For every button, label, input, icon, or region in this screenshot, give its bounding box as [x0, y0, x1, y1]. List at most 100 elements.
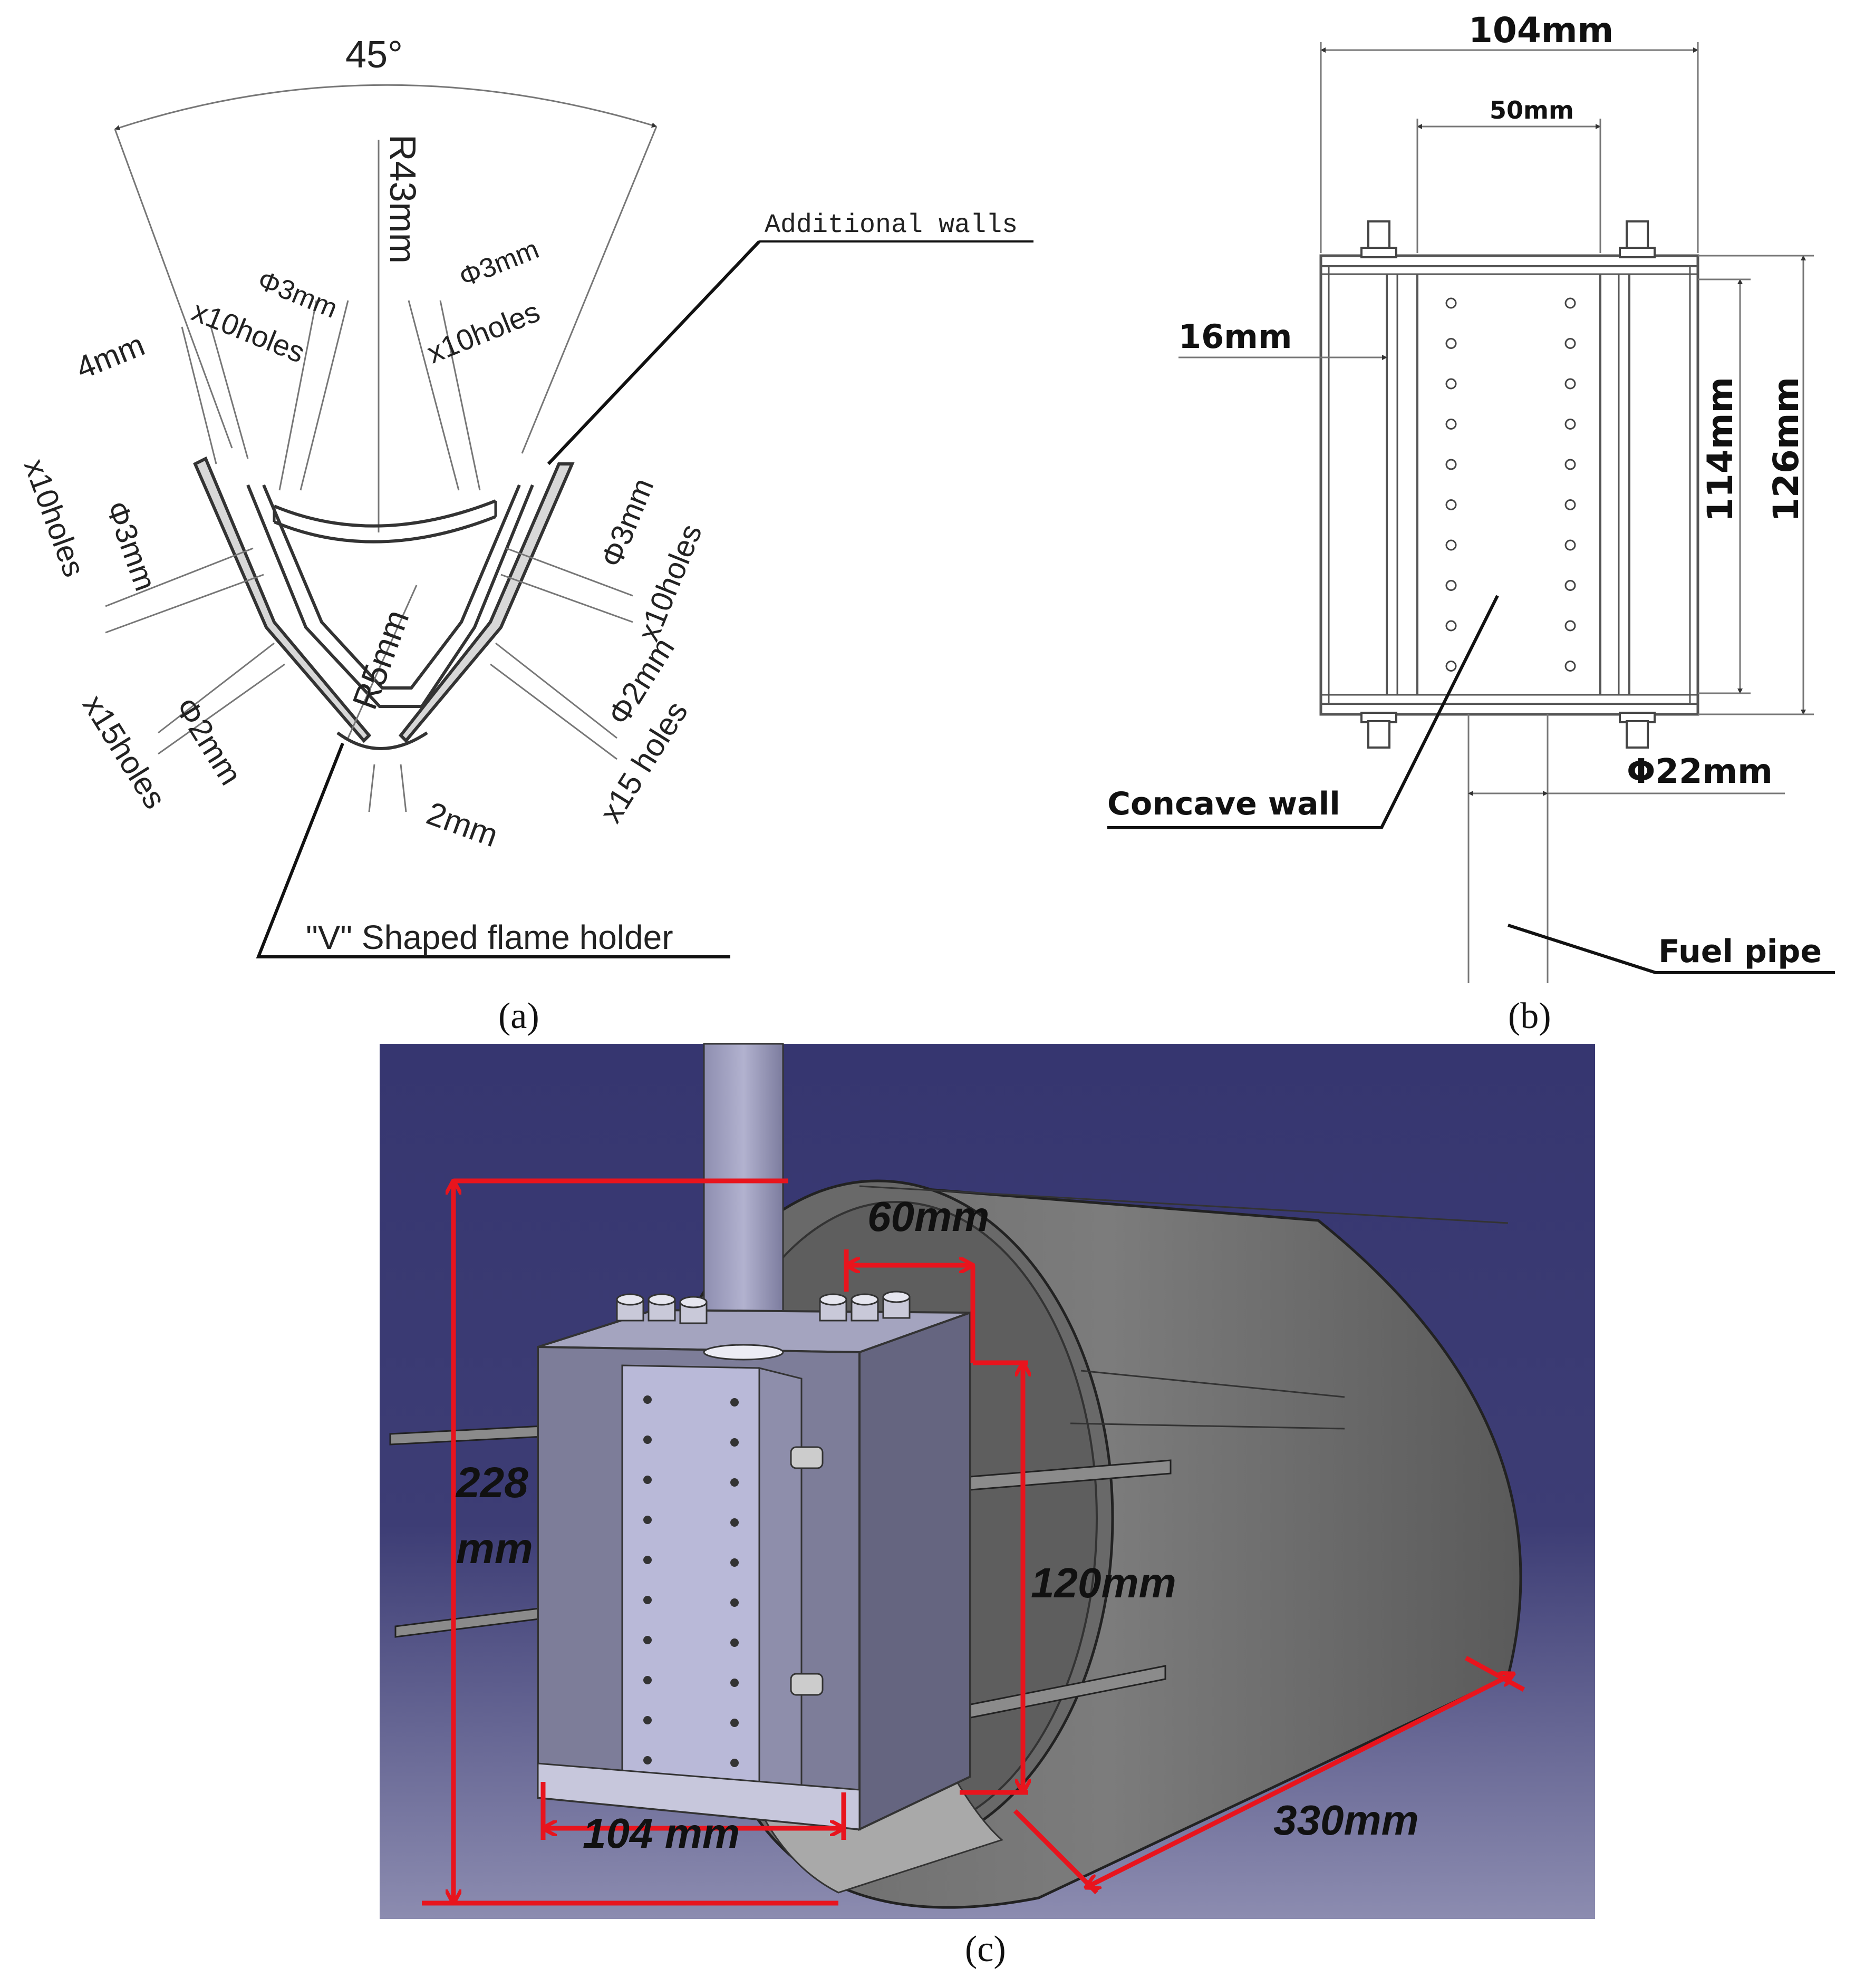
thickness-label: 2mm — [422, 795, 503, 854]
caption-a: (a) — [498, 996, 539, 1036]
radius-label: R43mm — [382, 134, 423, 264]
holder-hole — [643, 1395, 652, 1404]
mounting-hole — [1564, 297, 1576, 309]
additional-walls-leader — [547, 240, 761, 466]
side-offset-label: 16mm — [1178, 317, 1292, 356]
mounting-hole — [1445, 661, 1457, 672]
mounting-hole — [1445, 539, 1457, 551]
holder-hole — [730, 1518, 739, 1527]
top-right-hole-dia: Φ3mm — [455, 234, 543, 294]
concave-wall-label: Concave wall — [1107, 785, 1340, 822]
left-side-hole-dia: Φ3mm — [99, 497, 163, 595]
bolt-bottom-right — [1619, 712, 1656, 749]
holder-bolts — [616, 1291, 911, 1324]
side-bolt-lower — [790, 1673, 824, 1696]
holder-side — [858, 1311, 971, 1831]
right-side-hole-dia: Φ3mm — [594, 473, 661, 572]
holder-hole — [643, 1596, 652, 1604]
angle-ray-right — [521, 126, 658, 454]
angle-ray-left — [114, 129, 233, 449]
concave-arc-inner — [273, 515, 497, 544]
mounting-hole — [1564, 499, 1576, 510]
holder-hole — [730, 1438, 739, 1447]
mounting-hole — [1564, 539, 1576, 551]
top-bolt — [819, 1293, 847, 1322]
top-bolt — [679, 1296, 708, 1324]
holder-hole — [730, 1398, 739, 1407]
bolt-top-right — [1619, 220, 1656, 258]
holder-bottom-plate — [537, 1762, 861, 1830]
v-wall-inner2 — [262, 484, 521, 690]
label-330mm: 330mm — [1273, 1797, 1419, 1844]
mounting-hole — [1445, 378, 1457, 390]
holder-hole — [730, 1638, 739, 1647]
panel-c-render — [380, 1043, 1595, 1919]
v-wall-left-outer — [193, 456, 372, 743]
mounting-hole — [1445, 459, 1457, 470]
holder-hole — [643, 1476, 652, 1484]
fuel-pipe-label: Fuel pipe — [1658, 933, 1822, 970]
panel-a-drawing — [105, 84, 1033, 958]
v-tip — [336, 731, 428, 750]
pipe-diameter-label: Φ22mm — [1627, 752, 1773, 791]
panel-b-drawing — [1107, 42, 1835, 983]
mounting-hole — [1564, 459, 1576, 470]
holder-hole — [643, 1436, 652, 1444]
right-side-hole-count: x10holes — [631, 519, 709, 646]
fuel-pipe-leader — [1508, 924, 1835, 974]
holder-hole — [643, 1636, 652, 1644]
mounting-hole — [1564, 378, 1576, 390]
bottom-left-hole-dia: Φ2mm — [168, 691, 249, 791]
mounting-hole — [1564, 419, 1576, 430]
label-120mm: 120mm — [1031, 1559, 1176, 1606]
panel-c-dimensions — [422, 1178, 1525, 1906]
top-bolt — [616, 1293, 644, 1322]
label-104mm: 104 mm — [583, 1810, 740, 1857]
mounting-hole — [1445, 419, 1457, 430]
holder-hole — [643, 1516, 652, 1524]
fuel-pipe-3d — [703, 1043, 784, 1356]
left-side-hole-count: x10holes — [17, 454, 91, 581]
dim-330 — [1086, 1674, 1513, 1887]
mounting-hole — [1445, 297, 1457, 309]
holder-hole-pattern — [643, 1395, 739, 1767]
mounting-hole — [1445, 338, 1457, 349]
mounting-hole — [1564, 620, 1576, 632]
holder-hole — [730, 1478, 739, 1487]
top-bolt — [851, 1293, 879, 1322]
holder-hole — [643, 1556, 652, 1564]
bottom-left-hole-count: x15holes — [76, 688, 173, 814]
concave-arc-outer — [273, 499, 497, 528]
holder-hole — [730, 1598, 739, 1607]
frame-outline — [1319, 254, 1699, 716]
holder-hole — [730, 1719, 739, 1727]
panel-b-labels: 104mm 50mm 16mm 114mm 126mm Φ22mm Concav… — [1107, 10, 1822, 1036]
inner-height-label: 114mm — [1700, 377, 1741, 522]
top-left-hole-dia: Φ3mm — [254, 265, 342, 324]
total-height-label: 126mm — [1766, 377, 1806, 522]
mounting-hole — [1564, 661, 1576, 672]
label-228-unit: mm — [456, 1525, 533, 1573]
inner-width-label: 50mm — [1490, 96, 1574, 124]
concave-wall-3d — [621, 1364, 760, 1815]
holder-hole — [643, 1716, 652, 1724]
additional-walls-label: Additional walls — [765, 210, 1018, 240]
panel-c-labels: 60mm 228 mm 120mm 104 mm 330mm (c) — [455, 1193, 1419, 1970]
hole-pattern — [1445, 297, 1576, 672]
caption-c: (c) — [965, 1929, 1006, 1970]
v-wall-inner — [246, 484, 534, 708]
total-width-label: 104mm — [1468, 10, 1614, 51]
label-228-number: 228 — [455, 1459, 528, 1507]
panel-a-labels: 45° R43mm Additional walls Φ3mm x10holes… — [17, 34, 1018, 1036]
mounting-hole — [1445, 580, 1457, 591]
mounting-hole — [1445, 620, 1457, 632]
wall-gap-label: 4mm — [71, 327, 150, 386]
bolt-bottom-left — [1360, 712, 1397, 749]
label-60mm: 60mm — [867, 1193, 989, 1240]
holder-hole — [730, 1558, 739, 1567]
holder-hole — [730, 1679, 739, 1687]
angle-label: 45° — [345, 34, 403, 76]
mounting-hole — [1445, 499, 1457, 510]
angle-arc — [114, 84, 657, 130]
